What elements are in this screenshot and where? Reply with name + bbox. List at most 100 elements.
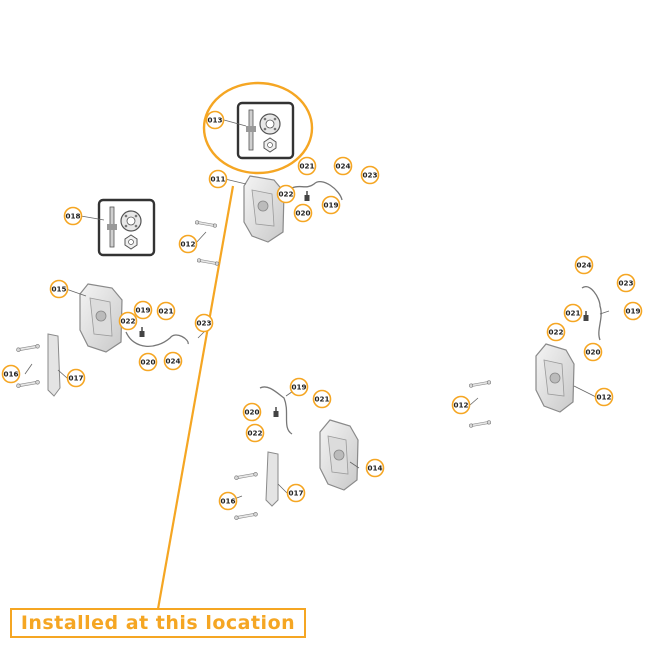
part-number: 024 — [576, 261, 591, 270]
part-label-p023_left: 023 — [194, 313, 214, 333]
part-label-p020_top: 020 — [293, 203, 313, 223]
part-label-p021_mid: 021 — [312, 389, 332, 409]
part-number: 021 — [314, 395, 329, 404]
part-label-circle — [297, 156, 317, 176]
part-number: 014 — [367, 464, 382, 473]
part-label-p022_right: 022 — [546, 322, 566, 342]
bleeder-valve-3 — [273, 407, 279, 417]
part-number: 012 — [596, 393, 611, 402]
part-label-circle — [546, 322, 566, 342]
bleeder-valve-1 — [304, 191, 310, 201]
pin-016-bottom-b — [233, 511, 259, 521]
part-label-circle — [616, 273, 636, 293]
part-label-p020_mid: 020 — [242, 402, 262, 422]
part-number: 016 — [220, 497, 235, 506]
part-label-p016_left: 016 — [1, 364, 21, 384]
part-number: 016 — [3, 370, 18, 379]
kit-box-013 — [236, 101, 295, 160]
part-label-p020_left: 020 — [138, 352, 158, 372]
part-label-circle — [365, 458, 385, 478]
part-number: 015 — [51, 285, 66, 294]
part-number: 022 — [548, 328, 563, 337]
part-label-circle — [289, 377, 309, 397]
part-label-circle — [138, 352, 158, 372]
part-number: 023 — [618, 279, 633, 288]
part-label-circle — [156, 301, 176, 321]
highlight-callout — [156, 81, 314, 610]
part-label-circle — [63, 206, 83, 226]
caliper-014 — [319, 419, 359, 491]
part-number: 020 — [244, 408, 259, 417]
spring-clip-017-left — [47, 333, 61, 397]
part-label-circle — [218, 491, 238, 511]
part-label-circle — [49, 279, 69, 299]
part-label-circle — [1, 364, 21, 384]
part-number: 012 — [453, 401, 468, 410]
part-label-p021_left: 021 — [156, 301, 176, 321]
part-label-p016_bottom: 016 — [218, 491, 238, 511]
part-number: 021 — [158, 307, 173, 316]
part-number: 021 — [565, 309, 580, 318]
part-number: 024 — [335, 162, 350, 171]
part-label-circle — [286, 483, 306, 503]
brake-lines — [125, 181, 602, 435]
part-label-circle — [563, 303, 583, 323]
part-number: 020 — [295, 209, 310, 218]
part-number: 011 — [210, 175, 225, 184]
part-label-p022_mid: 022 — [245, 423, 265, 443]
part-number: 022 — [278, 190, 293, 199]
installed-location-callout: Installed at this location — [10, 608, 306, 638]
part-label-circle — [583, 342, 603, 362]
part-number: 022 — [120, 317, 135, 326]
part-label-p022_left: 022 — [118, 311, 138, 331]
pin-016-left-b — [15, 379, 41, 389]
part-number: 019 — [625, 307, 640, 316]
part-label-circle — [574, 255, 594, 275]
part-label-p021_top: 021 — [297, 156, 317, 176]
part-label-p015: 015 — [49, 279, 69, 299]
part-label-circle — [205, 110, 225, 130]
part-label-circle — [163, 351, 183, 371]
part-label-p024_top: 024 — [333, 156, 353, 176]
part-label-circle — [118, 311, 138, 331]
part-number: 022 — [247, 429, 262, 438]
part-number: 019 — [135, 306, 150, 315]
part-label-circle — [293, 203, 313, 223]
part-number: 023 — [196, 319, 211, 328]
part-label-p024_left: 024 — [163, 351, 183, 371]
part-number: 024 — [165, 357, 180, 366]
part-label-circle — [178, 234, 198, 254]
part-label-circle — [451, 395, 471, 415]
part-label-circle — [321, 195, 341, 215]
pin-012-mid-a — [468, 380, 492, 388]
part-label-p019_mid: 019 — [289, 377, 309, 397]
part-label-circle — [360, 165, 380, 185]
part-label-circle — [242, 402, 262, 422]
part-label-p019_right: 019 — [623, 301, 643, 321]
part-number: 017 — [68, 374, 83, 383]
part-number: 020 — [140, 358, 155, 367]
part-label-p012_top: 012 — [178, 234, 198, 254]
bleeder-valve-2 — [139, 327, 145, 337]
part-number: 019 — [323, 201, 338, 210]
part-label-p019_left: 019 — [133, 300, 153, 320]
spring-clip-017-bottom — [265, 451, 279, 507]
part-label-p011: 011 — [208, 169, 228, 189]
pin-012-top — [194, 220, 218, 228]
part-label-p014: 014 — [365, 458, 385, 478]
part-label-p018: 018 — [63, 206, 83, 226]
pin-016-left-a — [15, 343, 41, 353]
part-number: 012 — [180, 240, 195, 249]
part-number: 020 — [585, 348, 600, 357]
kit-box-018 — [97, 198, 156, 257]
part-number: 017 — [288, 489, 303, 498]
part-label-p023_right: 023 — [616, 273, 636, 293]
part-label-circle — [623, 301, 643, 321]
pointer-line — [156, 185, 235, 610]
caliper-015 — [79, 283, 123, 353]
part-label-circle — [194, 313, 214, 333]
pin-012-top-b — [196, 258, 220, 266]
part-label-circle — [66, 368, 86, 388]
